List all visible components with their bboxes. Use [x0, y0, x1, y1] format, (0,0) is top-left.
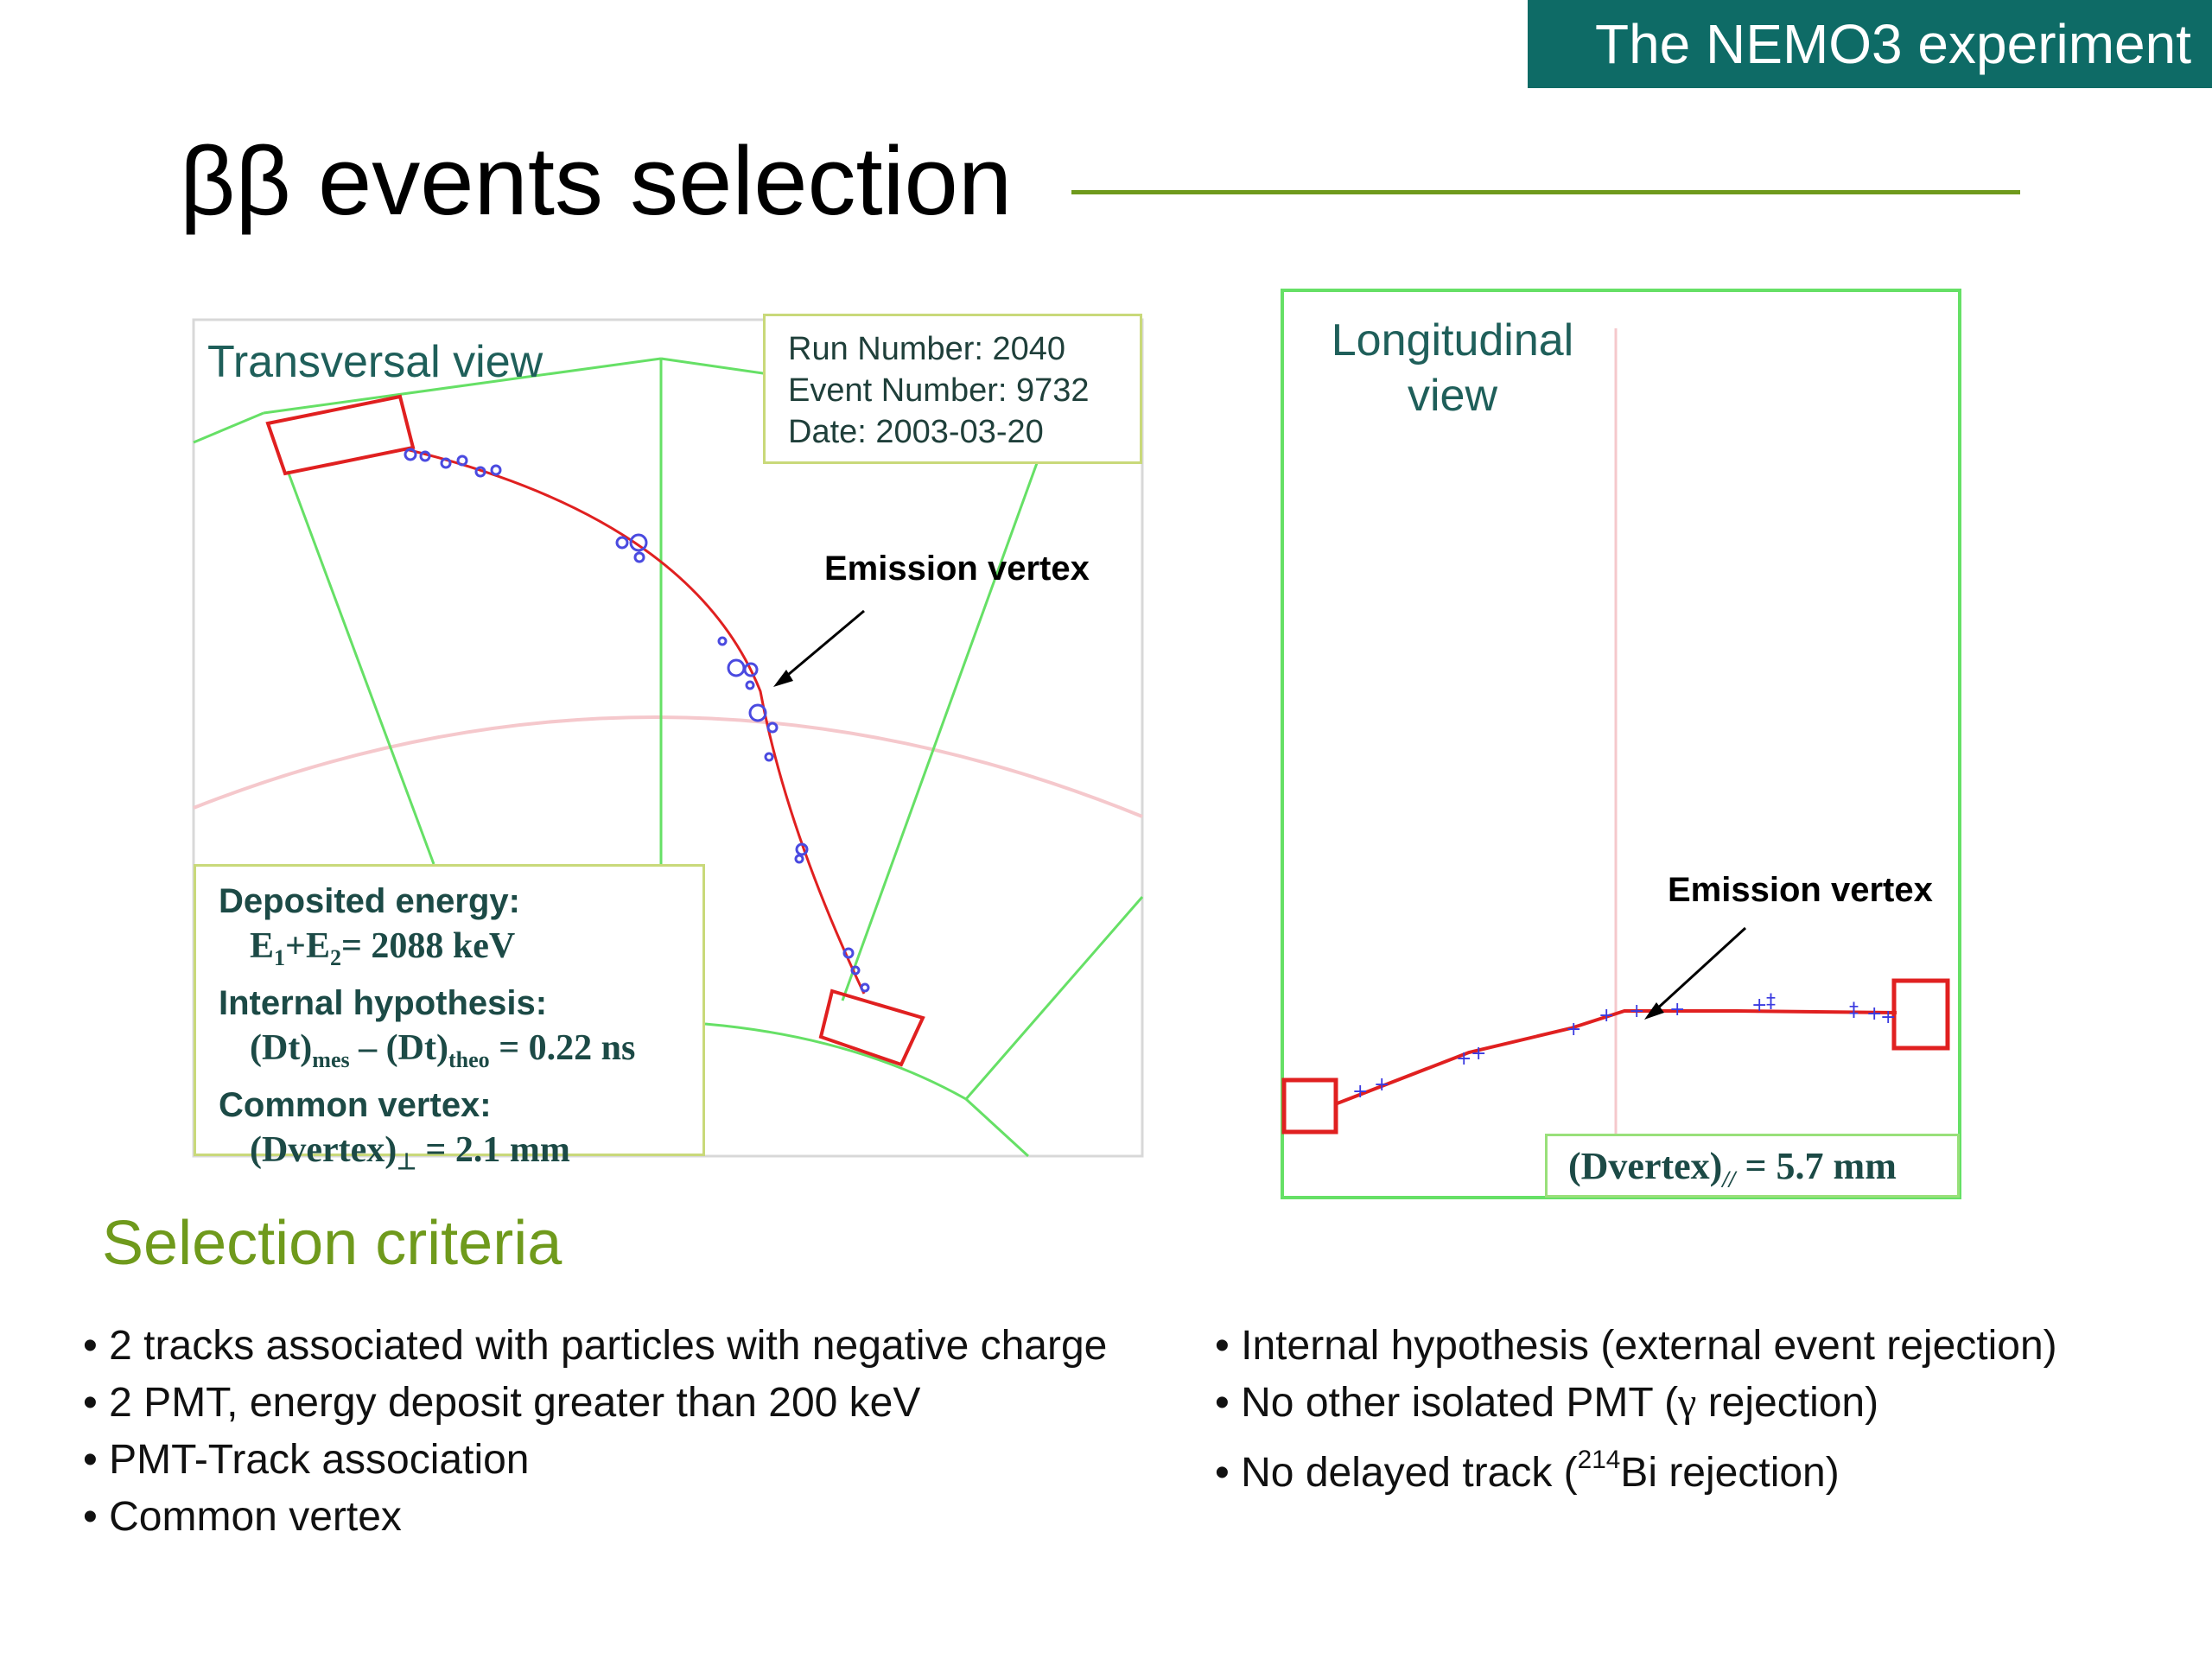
- common-vertex-heading: Common vertex:: [219, 1086, 492, 1125]
- longitudinal-label-line2: view: [1407, 371, 1498, 421]
- transversal-view-label: Transversal view: [207, 337, 543, 387]
- pmt-right: [1891, 978, 1950, 1051]
- deposited-energy-heading: Deposited energy:: [219, 882, 520, 920]
- criterion-common-vertex: Common vertex: [83, 1489, 1107, 1546]
- svg-text:+: +: [1629, 1001, 1644, 1022]
- common-vertex-value: (Dvertex)⊥ = 2.1 mm: [250, 1130, 570, 1175]
- run-info-box: Run Number: 2040 Event Number: 9732 Date…: [763, 314, 1142, 464]
- criterion-pmt-track: PMT-Track association: [83, 1432, 1107, 1489]
- criteria-left-list: 2 tracks associated with particles with …: [83, 1318, 1107, 1546]
- track-transversal: [405, 448, 866, 995]
- geiger-hits-longitudinal: +++ +++ +++ ‡‡++: [1352, 991, 1896, 1103]
- svg-text:+: +: [1456, 1048, 1471, 1070]
- criterion-no-delayed-track: No delayed track (214Bi rejection): [1215, 1432, 2057, 1502]
- selection-criteria-heading: Selection criteria: [102, 1209, 563, 1278]
- criteria-right-list: Internal hypothesis (external event reje…: [1215, 1318, 2057, 1502]
- pmt-top: [265, 394, 416, 476]
- event-number: Event Number: 9732: [788, 372, 1090, 409]
- emission-arrow-transversal: [773, 609, 865, 687]
- svg-text:+: +: [1866, 1003, 1882, 1025]
- run-number: Run Number: 2040: [788, 331, 1066, 367]
- dvertex-parallel-value: (Dvertex)// = 5.7 mm: [1568, 1145, 1897, 1192]
- emission-vertex-label-transversal: Emission vertex: [824, 550, 1090, 588]
- svg-text:+: +: [1880, 1007, 1896, 1028]
- svg-text:+: +: [1566, 1019, 1581, 1040]
- internal-hypothesis-heading: Internal hypothesis:: [219, 984, 548, 1023]
- svg-text:‡: ‡: [1849, 1000, 1859, 1021]
- deposited-energy-box: Deposited energy: E1+E2= 2088 keV Intern…: [194, 864, 705, 1174]
- track-longitudinal: [1334, 1009, 1897, 1106]
- svg-text:+: +: [1352, 1081, 1368, 1103]
- svg-text:+: +: [1669, 999, 1685, 1020]
- emission-vertex-label-longitudinal: Emission vertex: [1668, 871, 1933, 909]
- svg-text:‡: ‡: [1766, 991, 1776, 1013]
- longitudinal-label-line1: Longitudinal: [1331, 315, 1574, 365]
- title-underline: [1071, 190, 2020, 194]
- svg-text:+: +: [1751, 995, 1767, 1016]
- criterion-internal-hypothesis: Internal hypothesis (external event reje…: [1215, 1318, 2057, 1375]
- svg-text:+: +: [1599, 1005, 1614, 1027]
- internal-hypothesis-value: (Dt)mes – (Dt)theo = 0.22 ns: [250, 1028, 636, 1073]
- svg-text:+: +: [1471, 1043, 1486, 1065]
- slide-title: ββ events selection: [180, 127, 1013, 235]
- pmt-bottom: [818, 988, 925, 1067]
- header-banner: The NEMO3 experiment: [1528, 0, 2212, 88]
- criterion-no-isolated-pmt: No other isolated PMT (γ rejection): [1215, 1375, 2057, 1432]
- criterion-two-pmt: 2 PMT, energy deposit greater than 200 k…: [83, 1375, 1107, 1432]
- longitudinal-frame: [1281, 289, 1961, 1199]
- dvertex-parallel-box: (Dvertex)// = 5.7 mm: [1545, 1134, 1960, 1198]
- event-date: Date: 2003-03-20: [788, 414, 1044, 450]
- pmt-left: [1281, 1077, 1338, 1135]
- geiger-hits: [404, 448, 870, 993]
- deposited-energy-value: E1+E2= 2088 keV: [250, 926, 516, 971]
- longitudinal-view-label: Longitudinal view: [1319, 313, 1586, 423]
- detector-arc: [193, 715, 1143, 818]
- svg-text:+: +: [1374, 1074, 1389, 1096]
- sector-lines: [193, 357, 1144, 1158]
- emission-arrow-longitudinal: [1644, 926, 1747, 1020]
- criterion-two-tracks: 2 tracks associated with particles with …: [83, 1318, 1107, 1375]
